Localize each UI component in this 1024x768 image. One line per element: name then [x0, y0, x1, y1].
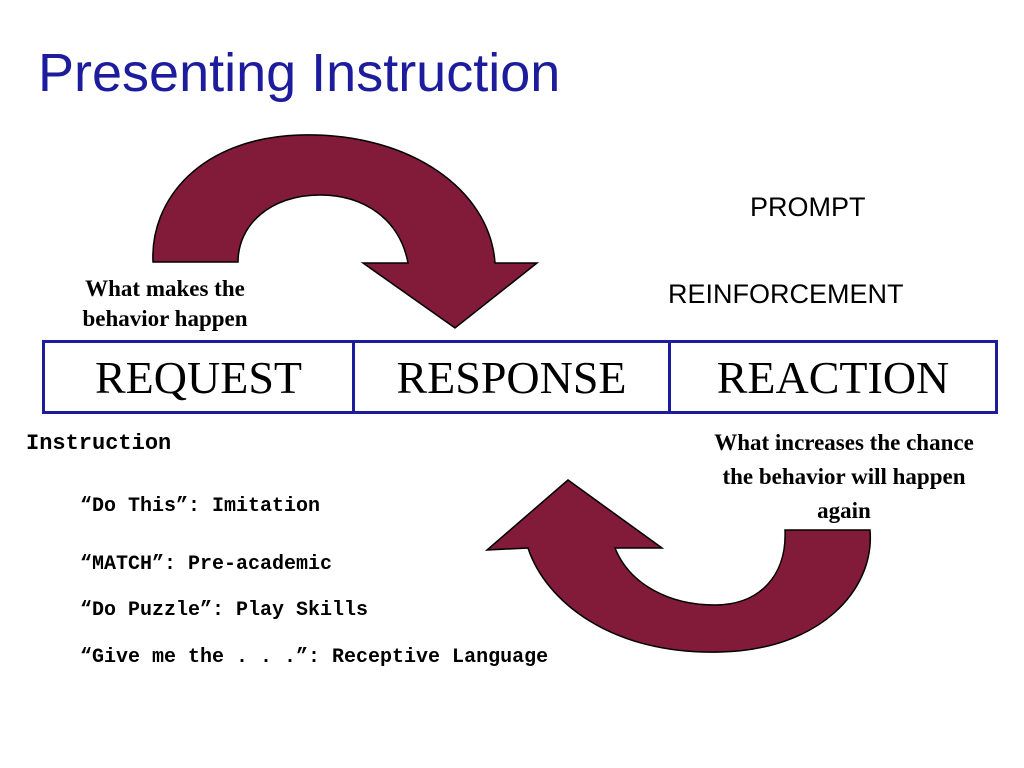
phase-response: RESPONSE	[352, 343, 668, 411]
request-note: What makes the behavior happen	[40, 274, 290, 334]
instruction-label: Instruction	[26, 431, 172, 456]
request-note-line: behavior happen	[82, 306, 248, 331]
prompt-label: PROMPT	[750, 192, 866, 222]
example-item: “Give me the . . .”: Receptive Language	[80, 646, 549, 669]
example-item: “Do This”: Imitation	[80, 495, 321, 518]
request-note-line: What makes the	[85, 276, 245, 301]
reaction-note: What increases the chance the behavior w…	[676, 426, 1012, 528]
reaction-note-line: the behavior will happen	[722, 464, 966, 489]
phase-request: REQUEST	[95, 351, 302, 403]
example-item: “MATCH”: Pre-academic	[80, 553, 333, 576]
reaction-note-line: What increases the chance	[714, 430, 974, 455]
phase-bar: REQUEST RESPONSE REACTION	[42, 340, 998, 414]
example-item: “Do Puzzle”: Play Skills	[80, 599, 369, 622]
top-curved-arrow-icon	[152, 134, 540, 329]
reaction-note-line: again	[817, 498, 871, 523]
phase-reaction: REACTION	[668, 343, 995, 411]
slide-title: Presenting Instruction	[38, 43, 561, 103]
reinforcement-label: REINFORCEMENT	[668, 279, 904, 309]
bottom-curved-arrow-icon	[484, 479, 871, 653]
